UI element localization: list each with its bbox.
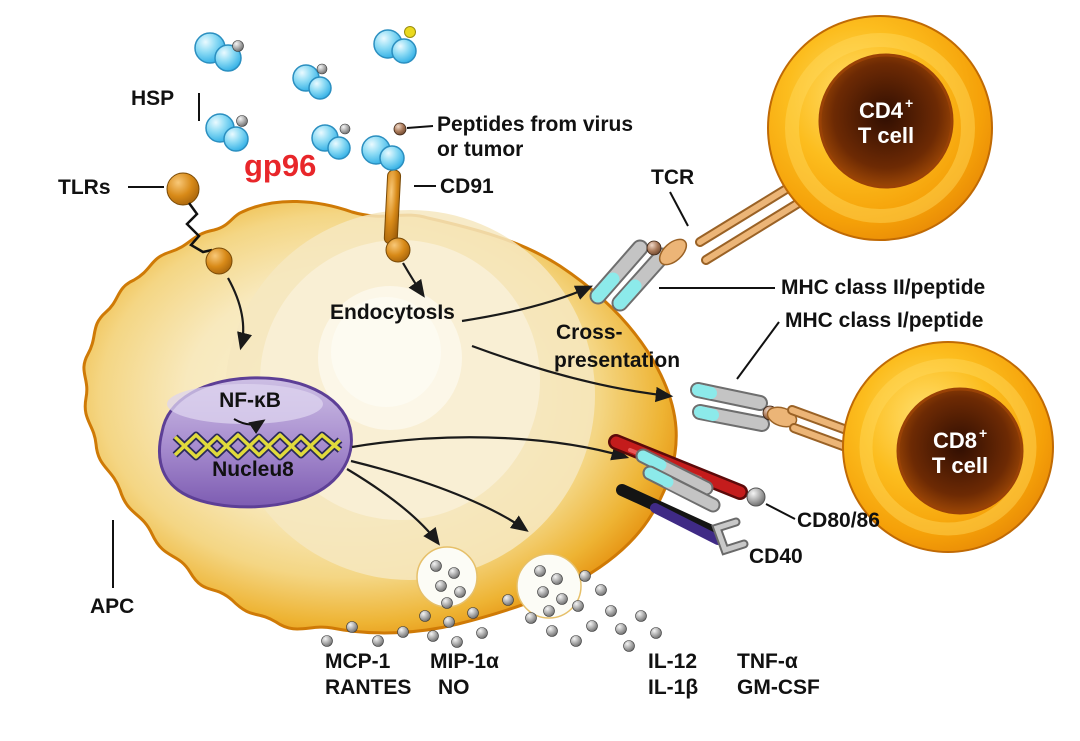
- tlrs-label: TLRs: [58, 176, 111, 199]
- mip1a-label: MIP-1α: [430, 650, 499, 673]
- cd8-label: CD8: [933, 428, 977, 453]
- mhc-class2-label: MHC class II/peptide: [781, 276, 985, 299]
- arrow-cd91-endocytosis: [402, 262, 425, 298]
- gp96-label: gp96: [244, 148, 316, 183]
- label-lines: [112, 93, 796, 588]
- ligand-ball-icon: [746, 487, 766, 507]
- hsp-molecule: [194, 32, 244, 72]
- apc-label: APC: [90, 595, 134, 618]
- nfkb-arrow: [233, 418, 266, 435]
- mhc1-pointer-line: [736, 321, 780, 380]
- virus-peptide-dot-icon: [393, 122, 407, 136]
- cd40-molecule: [616, 484, 749, 556]
- signal-arrows: [227, 262, 674, 546]
- il1b-label: IL-1β: [648, 676, 698, 699]
- no-label: NO: [438, 676, 470, 699]
- gmcsf-label: GM-CSF: [737, 676, 820, 699]
- tlr-linker: [185, 202, 213, 254]
- cross-presentation-label-line2: presentation: [554, 349, 680, 372]
- yellow-dot-icon: [404, 26, 416, 38]
- hsp-label: HSP: [131, 87, 174, 110]
- cd4-t-cell: CD4 + T cell: [767, 15, 993, 241]
- hsp-molecule: [311, 123, 351, 160]
- cd8086-pointer-line: [765, 503, 796, 520]
- tcr-pointer-line: [669, 191, 689, 227]
- tnfa-label: TNF-α: [737, 650, 798, 673]
- mcp1-label: MCP-1: [325, 650, 391, 673]
- cd91-receptor: [383, 169, 411, 263]
- nucleus: NF-κB Nucleu8: [157, 376, 353, 509]
- cd8-sup: +: [979, 425, 987, 441]
- cd4-label: CD4: [859, 98, 904, 123]
- arrow-nucleus-to-secretion-right: [350, 459, 529, 532]
- peptide-dot-icon: [339, 123, 351, 135]
- il12-label: IL-12: [648, 650, 697, 673]
- endocytosis-label: EndocytosIs: [330, 301, 455, 324]
- peptide-dot-icon: [236, 115, 248, 127]
- mhc-class1-label: MHC class I/peptide: [785, 309, 983, 332]
- tcr-label: TCR: [651, 166, 694, 189]
- cd8-t-cell: CD8 + T cell: [842, 341, 1054, 553]
- mhc-class-2-complex: [589, 239, 671, 312]
- hsp-molecule-on-cd91: [361, 122, 407, 171]
- hsp-molecule: [373, 26, 417, 64]
- peptides-label-line1: Peptides from virus: [437, 113, 633, 136]
- peptides-label-line2: or tumor: [437, 138, 523, 161]
- tlr-receptor: [166, 172, 233, 275]
- hsp-molecule: [205, 113, 249, 152]
- peptides-pointer-line: [406, 125, 434, 129]
- cd40-label: CD40: [749, 545, 803, 568]
- arrow-nucleus-to-secretion-left: [346, 468, 440, 546]
- tcr-cd8: [766, 405, 859, 455]
- arrow-cross-presentation: [471, 344, 674, 403]
- arrow-tlr-to-nucleus: [227, 277, 253, 351]
- cd4-type-label: T cell: [858, 123, 914, 148]
- arrow-nucleus-to-cd80: [351, 436, 630, 461]
- peptide-dot-icon: [232, 40, 244, 52]
- mhc-class-1-complex: [690, 382, 778, 432]
- cd91-label: CD91: [440, 175, 494, 198]
- cd80-86-molecules: [608, 434, 766, 513]
- peptide-dot-icon: [646, 240, 662, 256]
- rantes-label: RANTES: [325, 676, 411, 699]
- nfkb-label: NF-κB: [219, 389, 281, 412]
- cd4-sup: +: [905, 95, 913, 111]
- nucleus-label: Nucleu8: [212, 458, 294, 481]
- tcr-cd4: [658, 183, 802, 266]
- dna-helix-icon: [172, 431, 343, 461]
- cytokine-dots: [321, 560, 662, 652]
- hsp-molecule: [292, 63, 332, 100]
- cross-presentation-label-line1: Cross-: [556, 321, 623, 344]
- arrow-to-mhc2: [461, 285, 594, 323]
- cd8-type-label: T cell: [932, 453, 988, 478]
- cd8086-label: CD80/86: [797, 509, 880, 532]
- peptide-dot-icon: [316, 63, 328, 75]
